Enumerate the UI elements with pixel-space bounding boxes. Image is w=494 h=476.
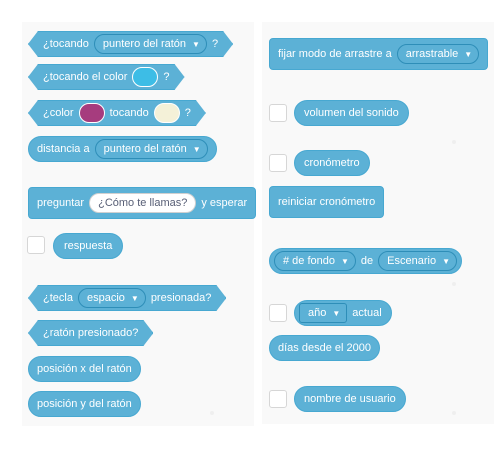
color-touching-middle: tocando — [109, 107, 149, 119]
distance-object-value: puntero del ratón — [103, 143, 187, 155]
mouse-y-label: posición y del ratón — [37, 398, 132, 410]
backdrop-of-middle: de — [360, 255, 374, 267]
color-touching-color-block[interactable]: ¿color tocando ? — [28, 100, 206, 126]
current-unit-value: año — [308, 307, 327, 319]
current-suffix: actual — [352, 307, 382, 319]
loudness-monitor-checkbox[interactable] — [269, 104, 287, 122]
backdrop-of-stage-block[interactable]: # de fondo ▼ de Escenario ▼ — [269, 248, 463, 274]
current-unit-dropdown[interactable]: año ▼ — [299, 303, 348, 323]
color-swatch-input-1[interactable] — [79, 103, 105, 123]
answer-label: respuesta — [64, 240, 113, 252]
chevron-down-icon: ▼ — [442, 256, 451, 266]
distance-to-block[interactable]: distancia a puntero del ratón ▼ — [28, 136, 217, 162]
mouse-down-block[interactable]: ¿ratón presionado? — [28, 320, 153, 346]
ask-and-wait-block[interactable]: preguntar ¿Cómo te llamas? y esperar — [28, 187, 257, 219]
color-touching-suffix: ? — [184, 107, 191, 119]
username-label: nombre de usuario — [304, 393, 396, 405]
touching-block[interactable]: ¿tocando puntero del ratón ▼ ? — [28, 31, 233, 57]
drag-mode-prefix: fijar modo de arrastre a — [278, 48, 392, 60]
background-dot — [210, 411, 214, 415]
ask-suffix: y esperar — [201, 197, 248, 209]
target-value: Escenario — [387, 255, 437, 267]
username-monitor-checkbox[interactable] — [269, 390, 287, 408]
timer-label: cronómetro — [304, 157, 360, 169]
background-dot — [452, 140, 456, 144]
key-pressed-prefix: ¿tecla — [43, 292, 73, 304]
background-dot — [452, 411, 456, 415]
current-year-block[interactable]: año ▼ actual — [294, 300, 392, 326]
timer-monitor-checkbox[interactable] — [269, 154, 287, 172]
touching-object-dropdown[interactable]: puntero del ratón ▼ — [94, 34, 207, 54]
key-pressed-block[interactable]: ¿tecla espacio ▼ presionada? — [28, 285, 226, 311]
chevron-down-icon: ▼ — [464, 49, 473, 59]
timer-block[interactable]: cronómetro — [294, 150, 370, 176]
target-dropdown[interactable]: Escenario ▼ — [378, 251, 458, 271]
touching-object-value: puntero del ratón — [102, 38, 187, 50]
color-swatch-input-2[interactable] — [154, 103, 180, 123]
chevron-down-icon: ▼ — [130, 293, 139, 303]
ask-prefix: preguntar — [37, 197, 85, 209]
key-value: espacio — [86, 292, 125, 304]
username-block[interactable]: nombre de usuario — [294, 386, 406, 412]
days-since-2000-block[interactable]: días desde el 2000 — [269, 335, 380, 361]
drag-mode-dropdown[interactable]: arrastrable ▼ — [396, 44, 480, 64]
mouse-x-label: posición x del ratón — [37, 363, 132, 375]
loudness-label: volumen del sonido — [304, 107, 399, 119]
reset-timer-block[interactable]: reiniciar cronómetro — [269, 186, 385, 218]
set-drag-mode-block[interactable]: fijar modo de arrastre a arrastrable ▼ — [269, 38, 489, 70]
key-dropdown[interactable]: espacio ▼ — [78, 288, 146, 308]
chevron-down-icon: ▼ — [341, 256, 349, 266]
mouse-down-label: ¿ratón presionado? — [43, 327, 139, 339]
touching-suffix: ? — [211, 38, 219, 50]
ask-question-input[interactable]: ¿Cómo te llamas? — [89, 193, 197, 213]
chevron-down-icon: ▼ — [192, 39, 200, 49]
background-dot — [452, 282, 456, 286]
loudness-block[interactable]: volumen del sonido — [294, 100, 409, 126]
chevron-down-icon: ▼ — [332, 308, 341, 318]
current-monitor-checkbox[interactable] — [269, 304, 287, 322]
attribute-value: # de fondo — [283, 255, 335, 267]
touching-color-prefix: ¿tocando el color — [43, 71, 128, 83]
touching-prefix: ¿tocando — [43, 38, 89, 50]
right-palette — [262, 22, 494, 424]
answer-monitor-checkbox[interactable] — [27, 236, 45, 254]
color-touching-prefix: ¿color — [43, 107, 74, 119]
touching-color-block[interactable]: ¿tocando el color ? — [28, 64, 185, 90]
days-since-label: días desde el 2000 — [278, 342, 371, 354]
distance-prefix: distancia a — [37, 143, 90, 155]
distance-object-dropdown[interactable]: puntero del ratón ▼ — [94, 139, 208, 159]
mouse-y-block[interactable]: posición y del ratón — [28, 391, 141, 417]
touching-color-suffix: ? — [163, 71, 170, 83]
chevron-down-icon: ▼ — [192, 144, 201, 154]
mouse-x-block[interactable]: posición x del ratón — [28, 356, 141, 382]
answer-block[interactable]: respuesta — [53, 233, 124, 259]
drag-mode-value: arrastrable — [405, 48, 459, 60]
attribute-dropdown[interactable]: # de fondo ▼ — [274, 251, 356, 271]
key-pressed-suffix: presionada? — [150, 292, 212, 304]
color-swatch-input[interactable] — [132, 67, 158, 87]
reset-timer-label: reiniciar cronómetro — [278, 196, 376, 208]
